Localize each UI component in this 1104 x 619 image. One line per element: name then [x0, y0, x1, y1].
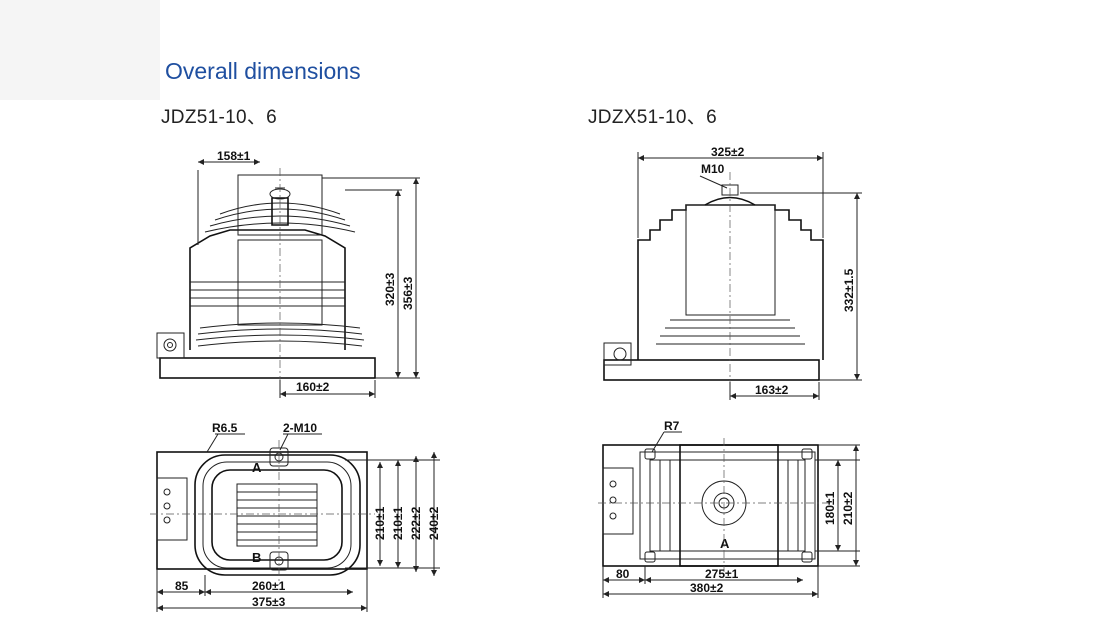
dim-325: 325±2: [711, 145, 745, 159]
dim-163: 163±2: [755, 383, 789, 397]
jdz51-front-view: 158±1 320±3 356±3 160±2: [156, 149, 420, 398]
corner-shade: [0, 0, 160, 100]
dim-332: 332±1.5: [842, 268, 856, 312]
model-title-jdzx51: JDZX51-10、6: [588, 107, 717, 128]
dim-375: 375±3: [252, 595, 286, 609]
dim-356: 356±3: [401, 276, 415, 310]
dim-260: 260±1: [252, 579, 286, 593]
dim-r7: R7: [664, 419, 680, 433]
terminal-a-jdzx51: A: [720, 536, 730, 551]
dim-210-b: 210±1: [391, 506, 405, 540]
jdz51-top-view: A B R6.5 2-M10 210±1 210±1 222±2 240±2 8…: [150, 421, 441, 612]
dim-80: 80: [616, 567, 630, 581]
dim-158: 158±1: [217, 149, 251, 163]
dim-160: 160±2: [296, 380, 330, 394]
jdzx51-top-view: A R7 180±1 210±2 80 275±1 380±2: [598, 419, 860, 598]
model-title-jdz51: JDZ51-10、6: [161, 107, 277, 128]
dim-222: 222±2: [409, 506, 423, 540]
dim-r6-5: R6.5: [212, 421, 238, 435]
dim-2-m10: 2-M10: [283, 421, 317, 435]
dim-240: 240±2: [427, 506, 441, 540]
terminal-a-jdz51: A: [252, 460, 262, 475]
dim-180: 180±1: [823, 491, 837, 525]
terminal-b-jdz51: B: [252, 550, 261, 565]
dim-210-jdzx: 210±2: [841, 491, 855, 525]
jdzx51-front-view: 325±2 M10 332±1.5 163±2: [603, 145, 862, 400]
dim-320: 320±3: [383, 272, 397, 306]
dim-85: 85: [175, 579, 189, 593]
dim-210-a: 210±1: [373, 506, 387, 540]
dim-275: 275±1: [705, 567, 739, 581]
dim-m10-jdzx: M10: [701, 162, 725, 176]
dim-380: 380±2: [690, 581, 724, 595]
page-heading: Overall dimensions: [165, 58, 361, 84]
